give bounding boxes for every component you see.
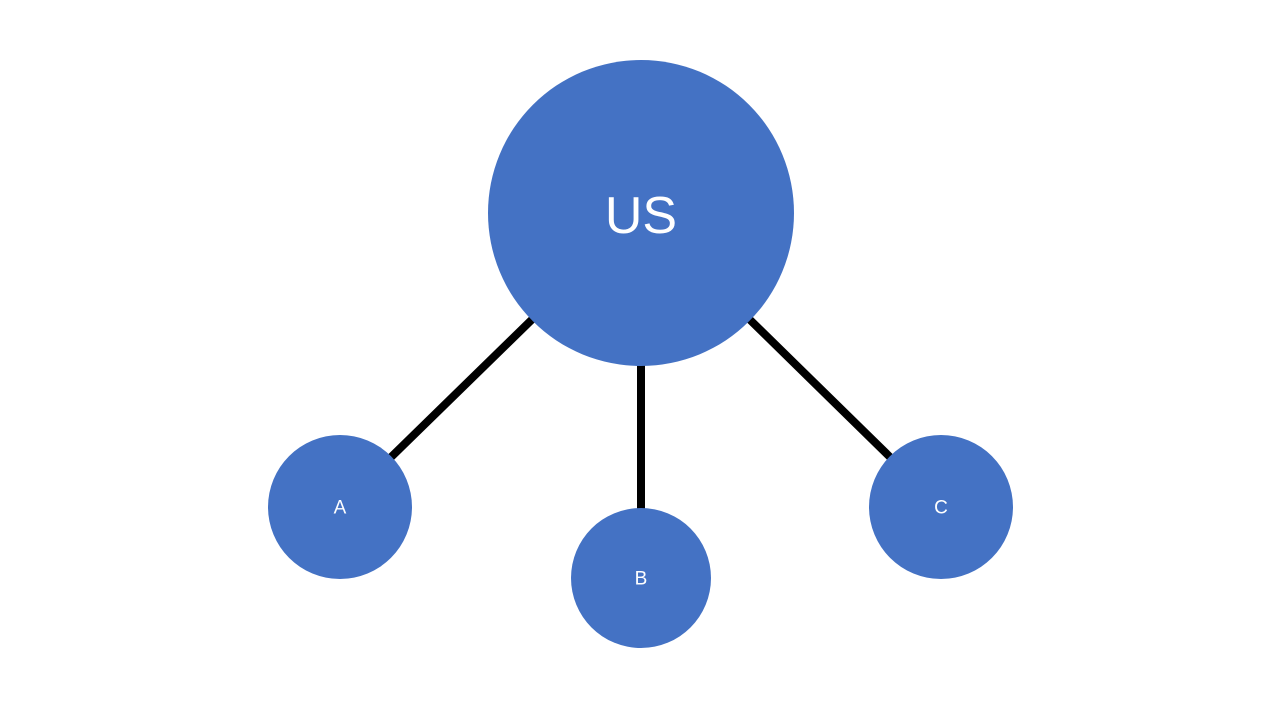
node-us-circle[interactable]: [488, 60, 794, 366]
node-b[interactable]: B: [571, 508, 711, 648]
node-us[interactable]: US: [488, 60, 794, 366]
node-a[interactable]: A: [268, 435, 412, 579]
node-b-label: B: [635, 569, 648, 590]
node-us-label: US: [605, 187, 677, 245]
node-layer: US A B C: [268, 60, 1013, 648]
node-a-circle[interactable]: [268, 435, 412, 579]
node-c-label: C: [934, 498, 948, 519]
node-c-circle[interactable]: [869, 435, 1013, 579]
node-a-label: A: [334, 498, 347, 519]
node-c[interactable]: C: [869, 435, 1013, 579]
node-b-circle[interactable]: [571, 508, 711, 648]
